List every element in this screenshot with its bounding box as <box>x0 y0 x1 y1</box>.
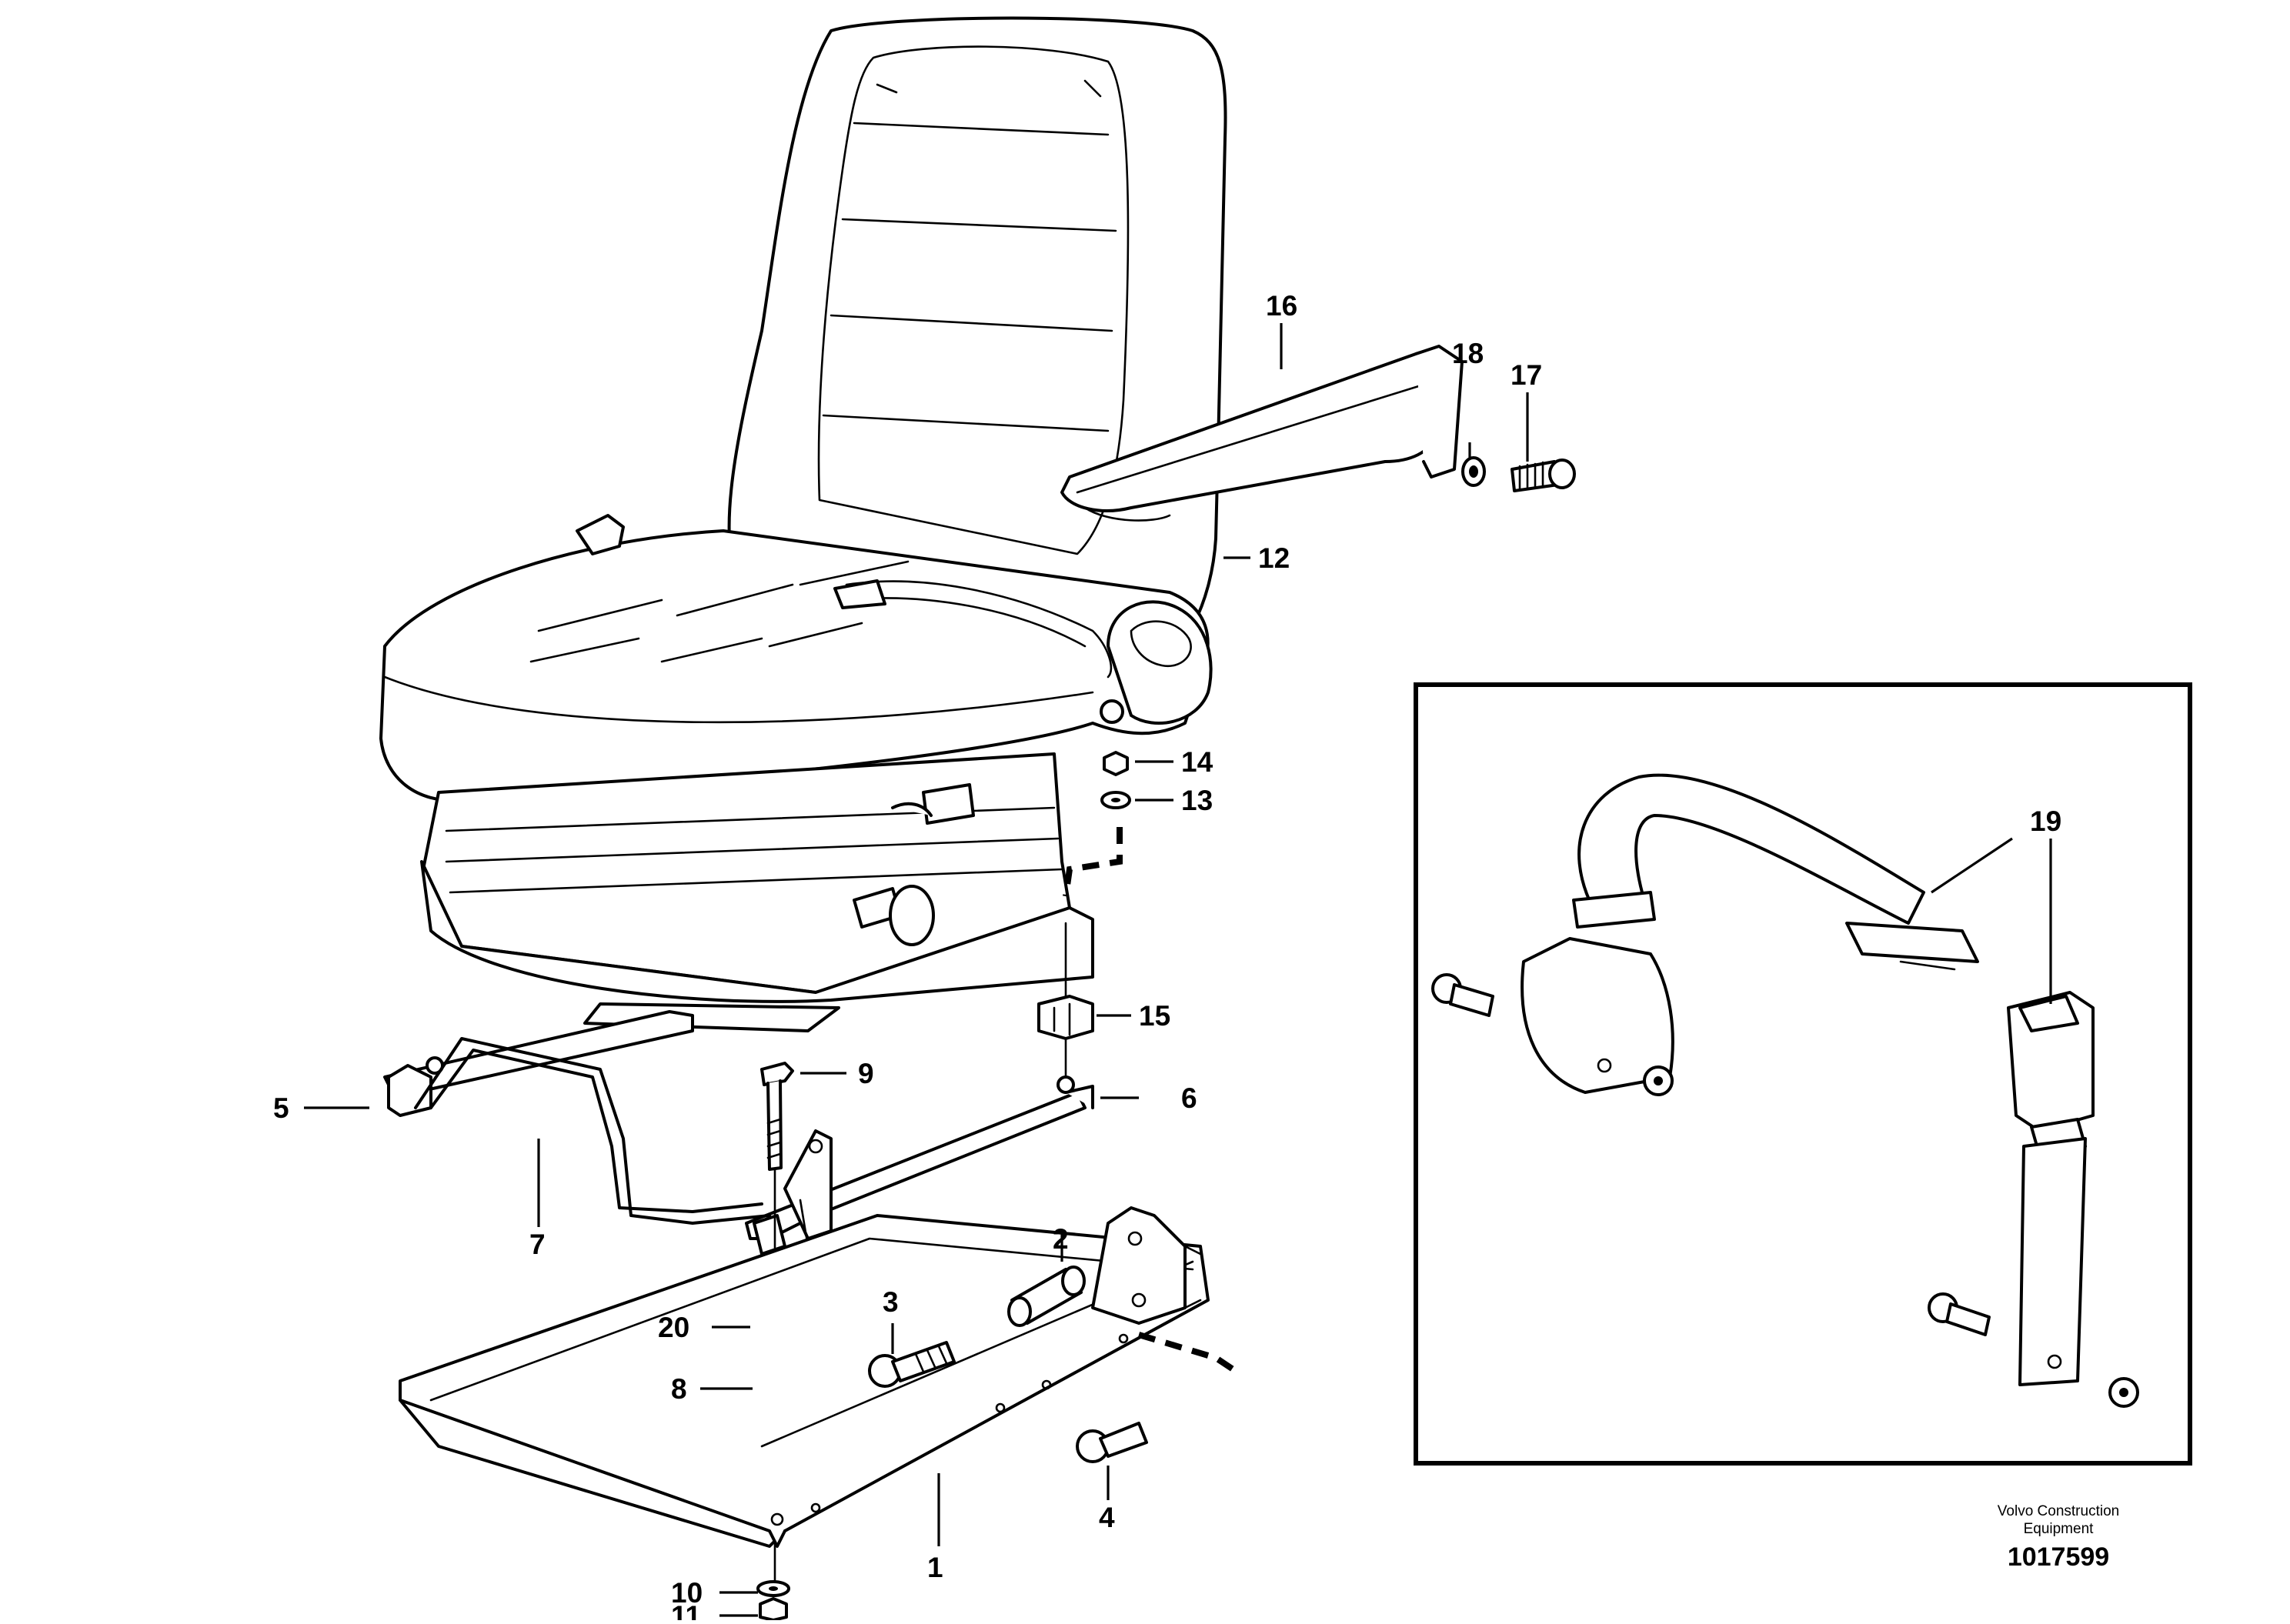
inset-frame <box>1414 682 2192 1466</box>
callout-10: 10 <box>671 1577 703 1609</box>
buckle-receiver <box>2007 991 2095 1386</box>
adjustment-lever <box>414 1037 771 1225</box>
bolt-9 <box>760 1062 794 1171</box>
inset-nut-upper <box>1643 1065 1674 1096</box>
nut-14 <box>1103 751 1129 776</box>
seat-belt-on-seat <box>833 579 1113 679</box>
inset-bolt-lower <box>1928 1292 1991 1336</box>
front-mount-bracket <box>783 1129 833 1248</box>
callout-1: 1 <box>927 1552 943 1583</box>
publisher-line-2: Equipment <box>2024 1521 2095 1537</box>
bolt-4 <box>1076 1422 1148 1463</box>
callout-6: 6 <box>1181 1082 1197 1114</box>
assembly-line-upper <box>1063 827 1123 897</box>
callout-5: 5 <box>273 1092 289 1124</box>
callout-20: 20 <box>658 1312 689 1343</box>
washer-13 <box>1100 791 1131 809</box>
seat-backrest <box>727 16 1227 679</box>
callout-12: 12 <box>1258 542 1290 574</box>
armrest-bolt <box>1511 459 1576 492</box>
seat-cushion <box>379 529 1210 802</box>
callout-7: 7 <box>529 1229 546 1260</box>
washer-10 <box>756 1580 790 1597</box>
callout-11: 11 <box>671 1600 701 1620</box>
publisher-line-1: Volvo Construction <box>1998 1503 2119 1519</box>
belt-anchor-plate <box>1100 600 1213 725</box>
bracket-15 <box>1037 995 1094 1040</box>
callout-3: 3 <box>883 1286 899 1318</box>
base-plate <box>399 1214 1210 1548</box>
callout-17: 17 <box>1511 359 1542 391</box>
armrest-washer <box>1461 456 1486 487</box>
bolt-3 <box>868 1341 956 1388</box>
seat-suspension <box>420 752 1094 1003</box>
callout-14: 14 <box>1181 746 1213 778</box>
inset-bolt-upper <box>1431 973 1494 1017</box>
rear-upright-bracket <box>1091 1206 1202 1325</box>
seat-belt-strap <box>1572 773 1979 971</box>
leader-lines <box>304 323 2052 1617</box>
callout-18: 18 <box>1452 338 1484 369</box>
callout-8: 8 <box>671 1373 687 1405</box>
callout-15: 15 <box>1139 1000 1170 1032</box>
reference-number: 1017599 <box>2008 1542 2109 1572</box>
height-adjust-knob <box>853 885 935 946</box>
callout-2: 2 <box>1053 1223 1069 1255</box>
callout-9: 9 <box>858 1058 874 1089</box>
spacer-pin-2 <box>1007 1266 1086 1327</box>
callout-4: 4 <box>1099 1502 1115 1533</box>
nut-11 <box>759 1597 788 1622</box>
belt-buckle-housing <box>1521 937 1674 1094</box>
recline-knob <box>576 514 625 555</box>
callout-19: 19 <box>2030 805 2061 837</box>
assembly-line-4 <box>1137 1332 1241 1376</box>
inset-nut-lower <box>2108 1377 2139 1408</box>
callout-16: 16 <box>1266 290 1297 322</box>
armrest <box>1060 345 1464 522</box>
callout-13: 13 <box>1181 785 1213 816</box>
